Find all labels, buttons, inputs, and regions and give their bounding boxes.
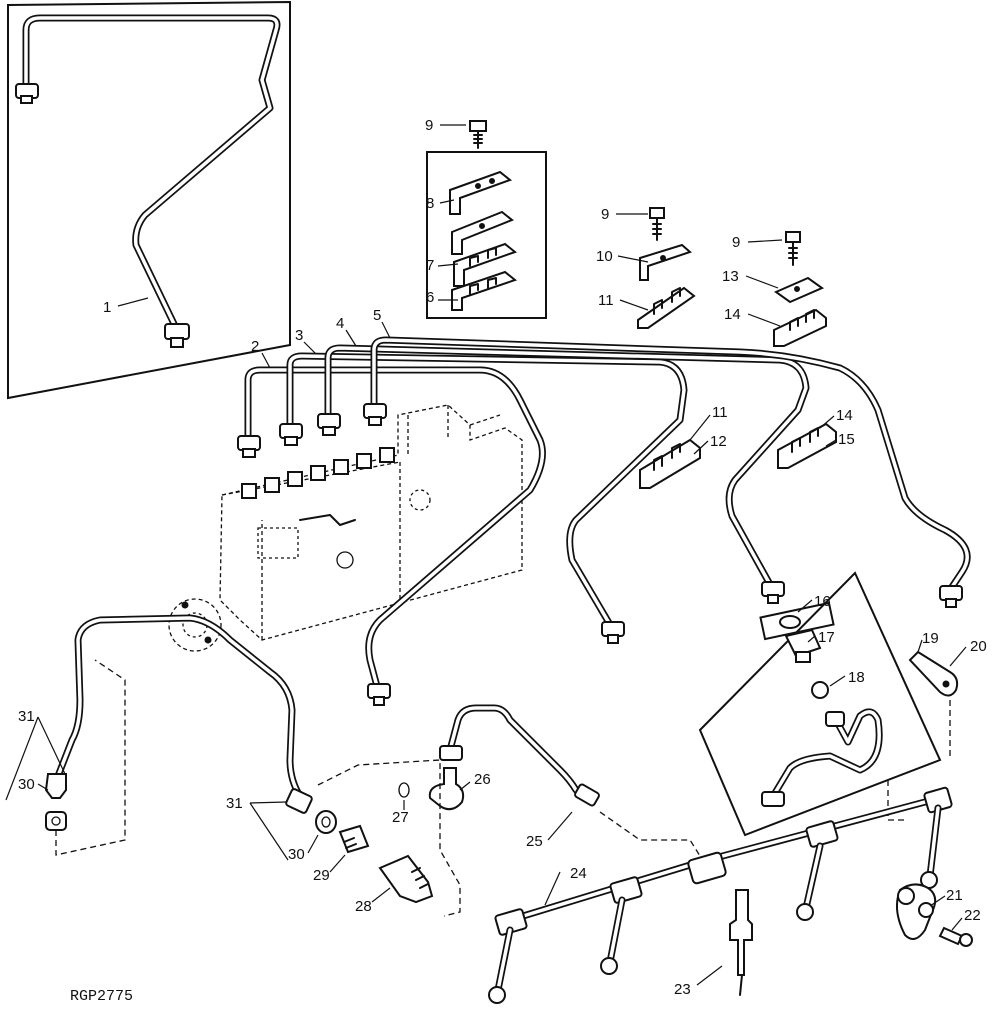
callout-25: 25 <box>526 833 543 850</box>
pump-end-nuts <box>237 403 387 458</box>
callout-20: 20 <box>970 638 987 655</box>
line-5 <box>370 336 971 594</box>
clamp-group-10-11 <box>637 207 696 329</box>
callout-14-b: 14 <box>836 407 853 424</box>
inset-frame <box>7 0 291 400</box>
callout-28: 28 <box>355 898 372 915</box>
leak-off-manifold <box>488 786 953 1004</box>
leak-off-frame <box>698 571 942 837</box>
callout-22: 22 <box>964 907 981 924</box>
callout-18: 18 <box>848 669 865 686</box>
callout-8: 8 <box>426 195 434 212</box>
callout-21: 21 <box>946 887 963 904</box>
callout-15: 15 <box>838 431 855 448</box>
callout-2: 2 <box>251 338 259 355</box>
callout-27: 27 <box>392 809 409 826</box>
line-clamps-14-15 <box>777 422 837 469</box>
callout-11-a: 11 <box>598 292 614 309</box>
fitting-nut <box>15 83 39 104</box>
callout-3: 3 <box>295 327 303 344</box>
line-25 <box>439 704 701 857</box>
callout-9-c: 9 <box>732 234 740 251</box>
bolt-9-top <box>469 120 487 149</box>
callout-16: 16 <box>814 593 831 610</box>
figure-code: RGP2775 <box>70 988 133 1005</box>
line-4 <box>324 344 810 592</box>
callout-30-a: 30 <box>18 776 35 793</box>
callout-9-a: 9 <box>425 117 433 134</box>
callout-labels: 1 2 3 4 5 6 7 8 9 9 9 10 11 11 12 13 14 … <box>18 117 987 998</box>
inset-panel-line-1 <box>7 0 291 400</box>
callout-6: 6 <box>426 289 434 306</box>
nozzle-end-nuts <box>367 581 963 706</box>
leader-lines <box>5 124 967 986</box>
callout-29: 29 <box>313 867 330 884</box>
leak-off-box <box>698 571 942 837</box>
callout-26: 26 <box>474 771 491 788</box>
line-3 <box>286 352 688 632</box>
callout-31-b: 31 <box>226 795 243 812</box>
callout-4: 4 <box>336 315 344 332</box>
callout-24: 24 <box>570 865 587 882</box>
injection-pump <box>168 404 523 652</box>
clamp-group-13-14 <box>773 231 827 347</box>
clamp-6 <box>451 270 518 311</box>
callout-19: 19 <box>922 630 939 647</box>
glow-plug-23 <box>729 889 753 996</box>
callout-13: 13 <box>722 268 739 285</box>
line-2 <box>244 366 546 694</box>
callout-31-a: 31 <box>18 708 35 725</box>
callout-10: 10 <box>596 248 613 265</box>
pump-outlets <box>241 447 395 499</box>
callout-12: 12 <box>710 433 727 450</box>
callout-30-b: 30 <box>288 846 305 863</box>
clamp-box-group <box>426 120 547 319</box>
clamp-7 <box>453 242 518 287</box>
callout-1: 1 <box>103 299 111 316</box>
callout-23: 23 <box>674 981 691 998</box>
callout-7: 7 <box>426 257 434 274</box>
clamp-box-frame <box>426 151 547 319</box>
callout-11-b: 11 <box>712 404 728 421</box>
fitting-nut <box>164 323 190 348</box>
callout-17: 17 <box>818 629 835 646</box>
callout-14-a: 14 <box>724 306 741 323</box>
right-fittings-27-30 <box>315 759 461 917</box>
left-return-line <box>44 614 313 856</box>
banjo-21-bolt-22 <box>895 883 973 947</box>
elbow-26 <box>428 767 465 811</box>
bracket-20 <box>887 650 959 821</box>
callout-9-b: 9 <box>601 206 609 223</box>
clamp-8 <box>449 170 514 255</box>
callout-5: 5 <box>373 307 381 324</box>
